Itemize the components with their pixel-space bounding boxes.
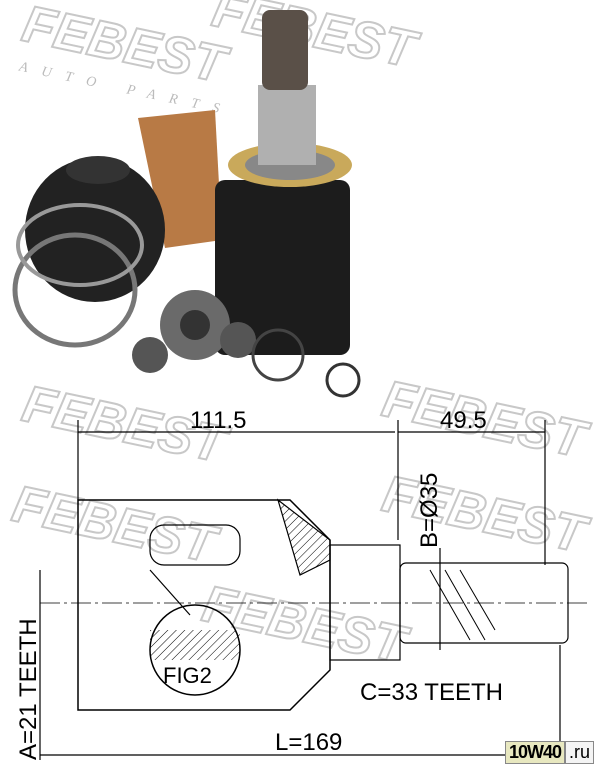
shaft — [258, 85, 316, 165]
dim-total-length: L=169 — [275, 729, 342, 756]
housing — [215, 180, 350, 355]
dim-outer-teeth: C=33 TEETH — [360, 679, 503, 706]
dim-shaft-length: 49.5 — [440, 407, 487, 434]
clamp — [12, 232, 138, 348]
watermark-brand: FEBEST — [208, 0, 425, 80]
technical-drawing — [39, 420, 590, 760]
watermark-brand: FEBEST — [378, 465, 595, 565]
fig-label: FIG2 — [163, 663, 212, 688]
source-badge-domain: .ru — [565, 740, 595, 764]
source-badge-name: 10W40 — [505, 740, 566, 764]
dim-housing-length: 111.5 — [190, 407, 247, 434]
dim-shaft-diameter: B=Ø35 — [416, 473, 443, 548]
product-photo — [12, 10, 361, 398]
dim-inner-teeth: A=21 TEETH — [15, 618, 42, 760]
source-badge: 10W40 .ru — [505, 740, 595, 764]
